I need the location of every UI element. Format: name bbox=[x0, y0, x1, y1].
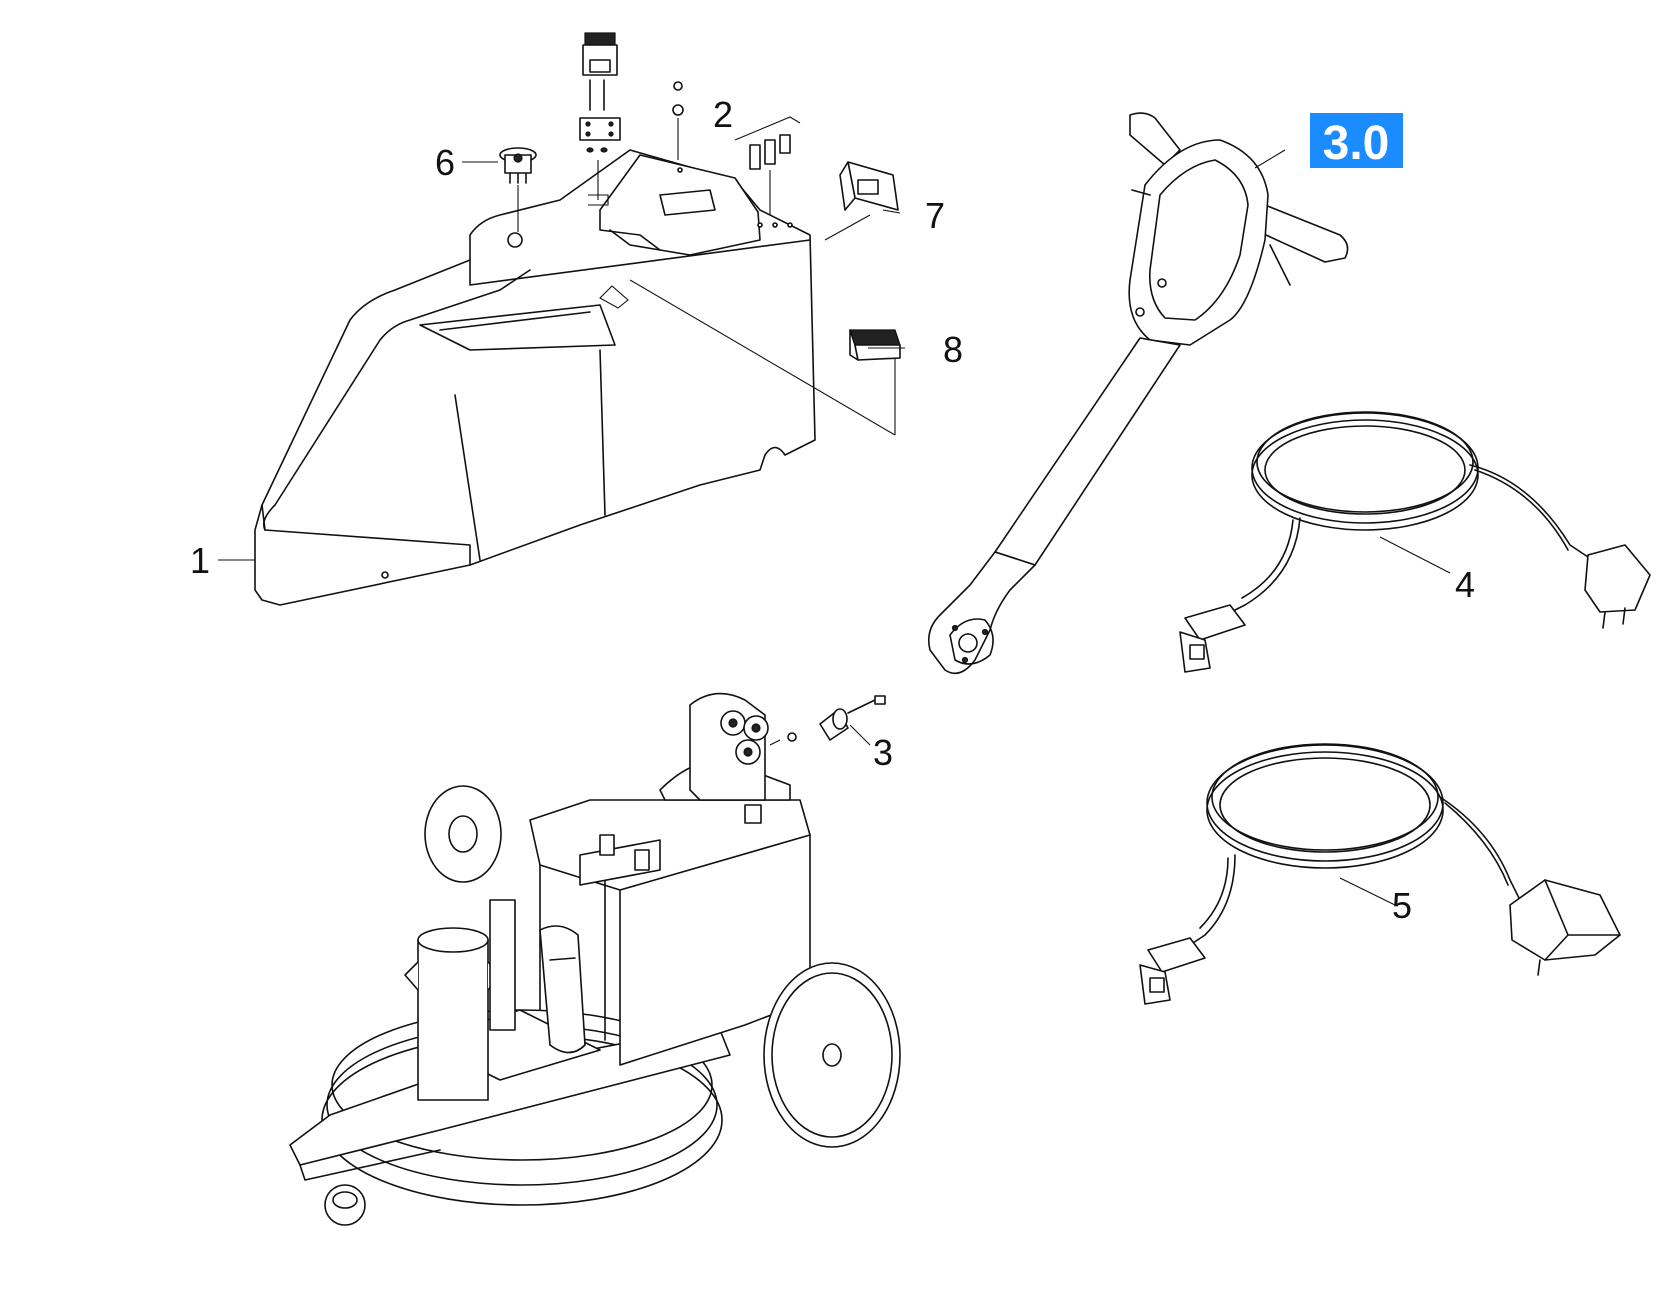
handle-assembly[interactable] bbox=[927, 112, 1349, 675]
key-switch[interactable] bbox=[499, 147, 537, 232]
callout-numbers: 1 2 3 4 5 6 7 8 bbox=[190, 94, 1475, 926]
highlight-label-box bbox=[1310, 113, 1403, 168]
leader-lines bbox=[218, 161, 905, 561]
rubber-buffer[interactable] bbox=[769, 695, 886, 746]
highlight-label-text: 3.0 bbox=[1323, 117, 1390, 170]
callout-2: 2 bbox=[713, 94, 733, 135]
toggle-switch[interactable] bbox=[849, 329, 901, 361]
machine-base[interactable] bbox=[289, 692, 901, 1226]
highlight-label[interactable]: 3.0 bbox=[1310, 113, 1403, 170]
power-socket[interactable] bbox=[839, 161, 899, 211]
callout-7: 7 bbox=[925, 195, 945, 236]
mains-cable-eu[interactable] bbox=[1179, 411, 1651, 673]
callout-1: 1 bbox=[190, 540, 210, 581]
callout-6: 6 bbox=[435, 142, 455, 183]
callout-3: 3 bbox=[873, 732, 893, 773]
cover-housing[interactable] bbox=[254, 149, 896, 606]
callout-8: 8 bbox=[943, 329, 963, 370]
callout-4: 4 bbox=[1455, 564, 1475, 605]
indicator-lamps[interactable] bbox=[734, 116, 801, 215]
rocker-switch-assembly[interactable] bbox=[579, 32, 684, 206]
callout-5: 5 bbox=[1392, 885, 1412, 926]
mains-cable-uk[interactable] bbox=[1139, 743, 1621, 1005]
